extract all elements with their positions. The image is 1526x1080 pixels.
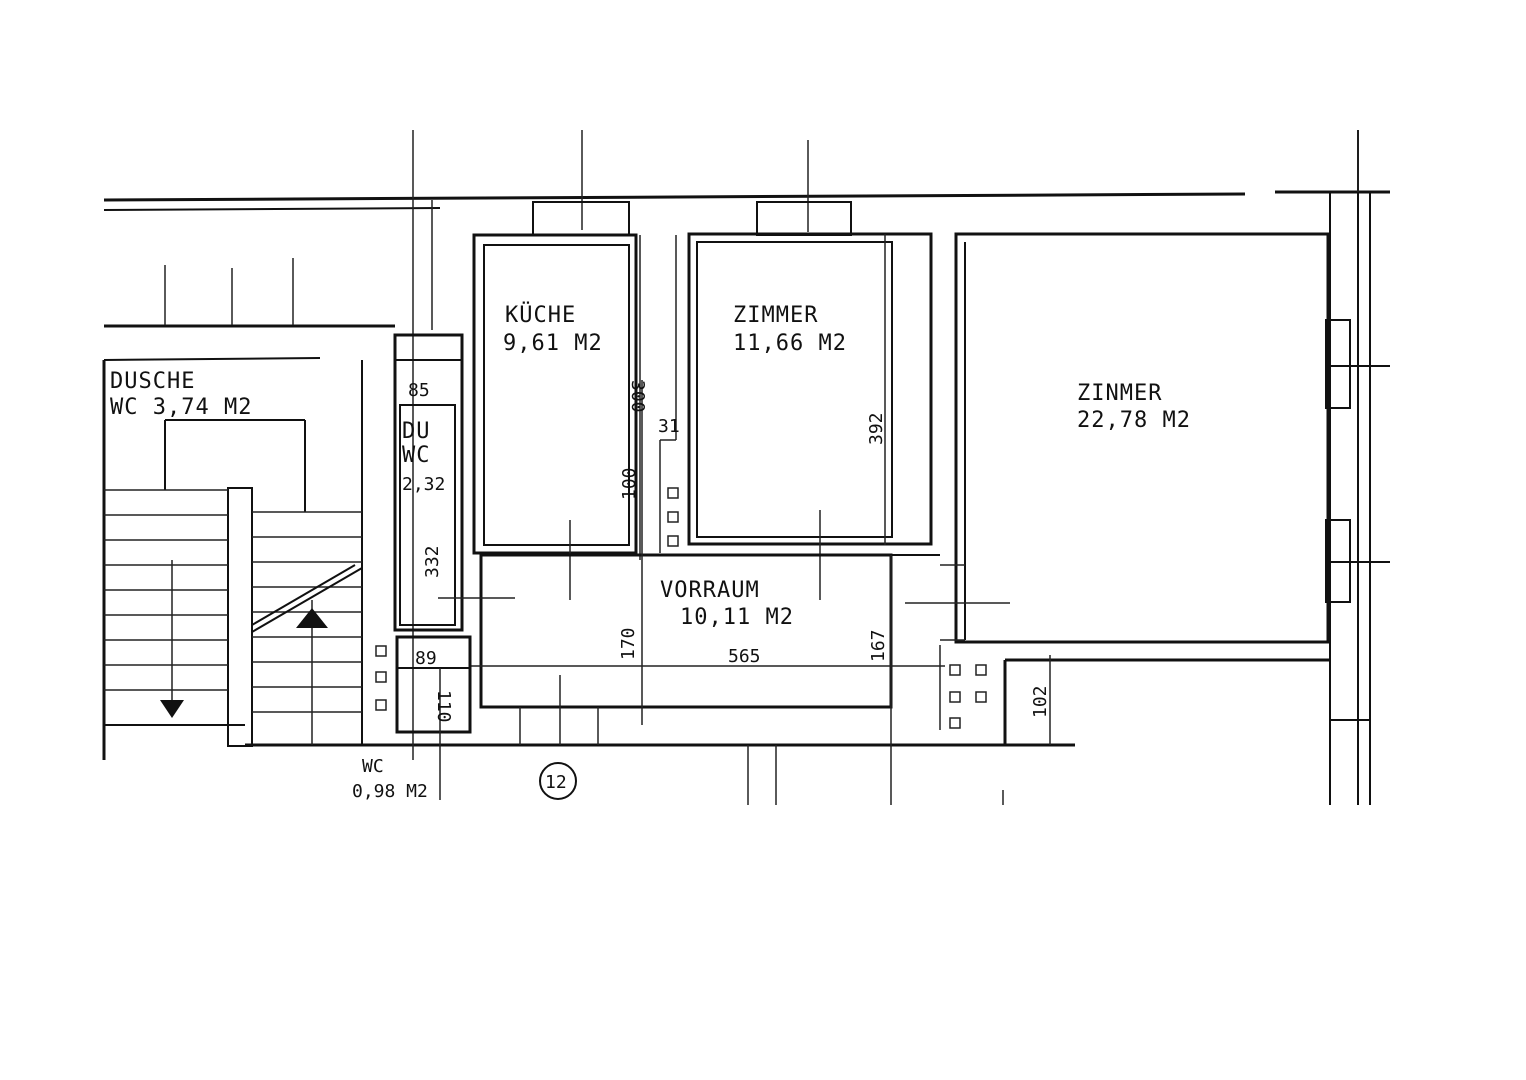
zimmer-large-name: ZINMER [1077,381,1162,406]
dusche-name: DUSCHE [110,369,195,394]
du-wc-name-1: DU [402,419,431,444]
du-wc-name-2: WC [402,443,431,468]
zimmer-large-area: 22,78 M2 [1077,408,1191,433]
stair-arrow-down-icon [160,700,184,718]
chimney-markers [375,487,987,729]
vorraum-name: VORRAUM [660,578,760,603]
dimension-332: 332 [422,545,443,578]
dimension-170: 170 [618,627,639,660]
wc-name: WC [362,756,384,777]
exterior-walls [102,130,1390,805]
dimension-89: 89 [415,648,437,669]
vorraum-area: 10,11 M2 [680,605,794,630]
dusche-area: WC 3,74 M2 [110,395,252,420]
zimmer-small-room [687,201,933,600]
wc-area: 0,98 M2 [352,781,428,802]
dimension-102: 102 [1030,685,1051,718]
kueche-area: 9,61 M2 [503,331,603,356]
dimension-565: 565 [728,646,761,667]
kueche-name: KÜCHE [505,302,576,328]
zimmer-small-area: 11,66 M2 [733,331,847,356]
dimension-110: 110 [433,690,454,723]
du-wc-room [393,333,515,632]
du-wc-area: 2,32 [402,474,445,495]
dimension-100: 100 [619,467,640,500]
dimension-392: 392 [866,412,887,445]
dimension-167: 167 [868,629,889,662]
kitchen-room [472,201,677,600]
lower-right-wall [939,645,1370,805]
apartment-number: 12 [545,772,567,793]
staircase [104,360,363,747]
apartment-number-circle [539,762,577,800]
dimension-31: 31 [658,416,680,437]
stair-arrow-icon [296,608,328,628]
dimension-85: 85 [408,380,430,401]
vorraum-room [470,380,945,805]
zimmer-small-name: ZIMMER [733,303,818,328]
zimmer-large-room [905,232,1351,644]
dimension-300: 300 [627,380,648,413]
wc-room [395,635,472,800]
axis-lines [164,130,1359,760]
